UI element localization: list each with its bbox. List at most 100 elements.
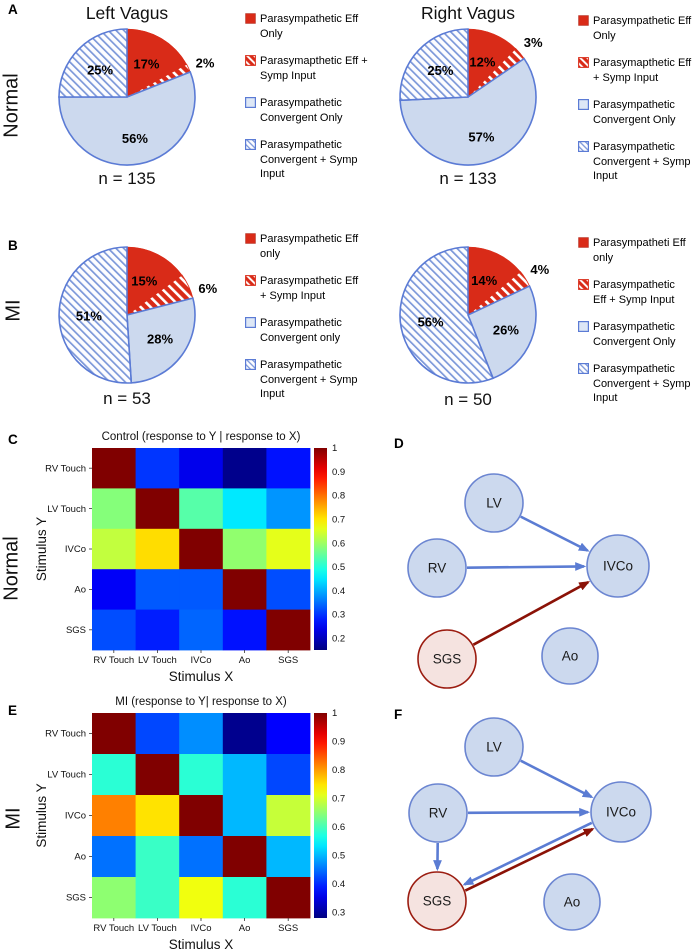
y-tick-label: IVCo <box>65 811 86 822</box>
pie-slice-label: 56% <box>418 315 444 330</box>
legend-item-label: Parasymapthetic Eff +Symp Input <box>260 55 368 82</box>
legend-item: Parasymapthetic Eff +Symp Input <box>245 54 373 83</box>
pie-slice-label: 3% <box>524 35 543 50</box>
colorbar-tick-label: 0.9 <box>332 467 345 478</box>
heatmap-cell <box>179 448 224 489</box>
heatmap-cell <box>179 754 224 796</box>
pie-slice-label: 56% <box>122 131 148 146</box>
colorbar-tick-label: 0.4 <box>332 586 345 597</box>
colorbar-tick-label: 1 <box>332 708 337 719</box>
y-axis-label: Stimulus Y <box>34 517 49 581</box>
panel-label-a: A <box>8 2 18 17</box>
heatmap-cell <box>135 609 180 651</box>
pie-slice-label: 25% <box>427 63 453 78</box>
heatmap-title: MI (response to Y| response to X) <box>115 696 287 708</box>
legend-swatch-blue-icon <box>578 99 589 111</box>
heatmap-cell <box>222 528 267 570</box>
network-edge-lv-to-ivco <box>520 759 594 799</box>
network-node-sgs <box>417 629 477 689</box>
panel-label-b: B <box>8 238 18 253</box>
heatmap-cell <box>92 754 136 796</box>
network-node-label: RV <box>428 561 447 576</box>
heatmap-cell <box>222 448 267 489</box>
x-tick-label: IVCo <box>190 923 211 934</box>
network-node-label: Ao <box>564 895 581 910</box>
network-node-ivco <box>590 781 652 843</box>
heatmap-cell <box>179 713 224 755</box>
legend-swatch-red-icon <box>578 237 589 248</box>
x-axis-label: Stimulus X <box>169 937 234 952</box>
heatmap-cell <box>179 528 224 570</box>
n-label-b-left: n = 53 <box>103 389 151 408</box>
heatmap-cell <box>266 877 311 919</box>
heatmap-cell <box>92 836 136 878</box>
colorbar-tick-label: 0.3 <box>332 610 345 621</box>
row-label-mi-b: MI <box>2 299 25 322</box>
x-tick-label: SGS <box>278 923 298 934</box>
network-edge-sgs-to-ivco <box>464 827 595 892</box>
colorbar-tick-label: 1 <box>332 443 337 454</box>
pie-chart-mi-left-vagus: 15%6%28%51% <box>58 246 218 384</box>
pie-slice-label: 17% <box>133 57 159 72</box>
pie-slice-blue <box>399 57 537 166</box>
y-tick-label: IVCo <box>65 544 86 555</box>
x-tick-label: LV Touch <box>138 655 177 666</box>
pie-slice-blue <box>58 70 196 166</box>
legend-item: Parasympathetic Eff+ Symp Input <box>245 274 373 303</box>
network-edge-lv-to-ivco <box>520 515 590 552</box>
heatmap-cell <box>92 877 136 919</box>
heatmap-cell <box>135 836 180 878</box>
n-label-a-left: n = 135 <box>98 169 156 188</box>
colorbar-tick-label: 0.7 <box>332 794 345 805</box>
network-edge-rv-to-ivco <box>466 562 587 571</box>
heatmap-cell <box>266 569 311 610</box>
pie-slice-label: 6% <box>198 281 217 296</box>
pie-chart-mi-right-vagus: 14%4%26%56% <box>399 246 550 384</box>
pie-slice-blue_hatch <box>399 28 469 102</box>
pie-slice-label: 12% <box>469 54 495 69</box>
n-label-a-right: n = 133 <box>439 169 497 188</box>
x-tick-label: SGS <box>278 655 298 666</box>
heatmap-cell <box>222 754 267 796</box>
colorbar-tick-label: 0.6 <box>332 538 345 549</box>
heatmap-cell <box>135 488 180 530</box>
pie-slice-blue <box>126 297 196 384</box>
heatmap-cell <box>179 488 224 530</box>
network-node-sgs <box>407 871 467 931</box>
legend-item-label: Parasymapthetic Eff+ Symp Input <box>593 57 692 84</box>
heatmap-cell <box>222 569 267 610</box>
row-label-mi-e: MI <box>2 807 25 830</box>
legend-swatch-blue-icon <box>245 97 256 109</box>
network-node-rv <box>407 538 467 598</box>
heatmap-cell <box>266 713 311 755</box>
x-tick-label: LV Touch <box>138 923 177 934</box>
colorbar-tick-label: 0.8 <box>332 765 345 776</box>
y-tick-label: RV Touch <box>45 729 86 740</box>
heatmap-title: Control (response to Y | response to X) <box>102 431 301 443</box>
colorbar <box>314 448 327 650</box>
heatmap-mi: MI (response to Y| response to X) RV Touc… <box>34 696 345 952</box>
pie-chart-normal-left-vagus: 17%2%56%25% <box>58 28 215 166</box>
heatmap-cell <box>92 609 136 651</box>
colorbar-tick-label: 0.7 <box>332 514 345 525</box>
heatmap-cell <box>266 488 311 530</box>
heatmap-cell <box>135 795 180 837</box>
heatmap-cell <box>266 448 311 489</box>
panel-label-c: C <box>8 432 18 447</box>
y-tick-label: RV Touch <box>45 463 86 474</box>
pie-slice-label: 2% <box>196 56 215 71</box>
